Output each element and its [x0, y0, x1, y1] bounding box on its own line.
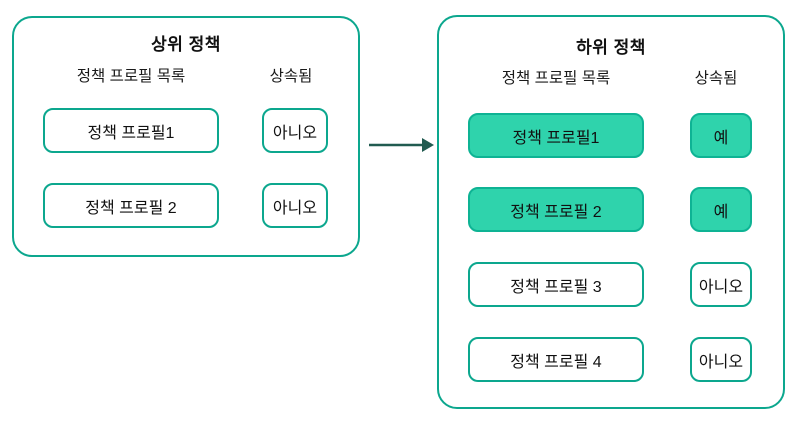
inherited-pill-label: 아니오: [698, 278, 744, 296]
inherited-pill: 예: [690, 187, 752, 232]
inherited-pill: 아니오: [690, 262, 752, 307]
inherited-pill: 아니오: [262, 183, 328, 228]
profile-pill: 정책 프로필 4: [468, 337, 644, 382]
profile-pill: 정책 프로필1: [468, 113, 644, 158]
profile-pill: 정책 프로필 3: [468, 262, 644, 307]
inherited-pill: 예: [690, 113, 752, 158]
profile-pill: 정책 프로필 2: [468, 187, 644, 232]
inherited-pill: 아니오: [690, 337, 752, 382]
profile-pill-label: 정책 프로필1: [512, 129, 600, 147]
inherited-pill-label: 예: [713, 203, 729, 221]
parent-policy-box: 상위 정책 정책 프로필 목록 상속됨 정책 프로필1 아니오 정책 프로필 2…: [12, 16, 360, 257]
profile-pill-label: 정책 프로필 2: [85, 199, 177, 217]
profile-pill-label: 정책 프로필 2: [510, 203, 602, 221]
child-policy-title: 하위 정책: [576, 38, 646, 57]
profile-pill-label: 정책 프로필1: [87, 124, 175, 142]
profile-pill-label: 정책 프로필 3: [510, 278, 602, 296]
inherited-pill-label: 예: [713, 129, 729, 147]
child-profile-column-header: 정책 프로필 목록: [501, 70, 611, 87]
child-inherited-column-header: 상속됨: [694, 70, 738, 87]
parent-inherited-column-header: 상속됨: [269, 68, 313, 85]
parent-profile-column-header: 정책 프로필 목록: [76, 68, 186, 85]
inherited-pill-label: 아니오: [698, 353, 744, 371]
inherited-pill-label: 아니오: [272, 199, 318, 217]
child-policy-box: 하위 정책 정책 프로필 목록 상속됨 정책 프로필1 예 정책 프로필 2 예…: [437, 15, 785, 409]
inherited-pill-label: 아니오: [272, 124, 318, 142]
inherited-pill: 아니오: [262, 108, 328, 153]
profile-pill: 정책 프로필1: [43, 108, 219, 153]
parent-policy-title: 상위 정책: [151, 35, 221, 54]
inheritance-arrow-icon: [369, 138, 434, 152]
profile-pill: 정책 프로필 2: [43, 183, 219, 228]
profile-pill-label: 정책 프로필 4: [510, 353, 602, 371]
